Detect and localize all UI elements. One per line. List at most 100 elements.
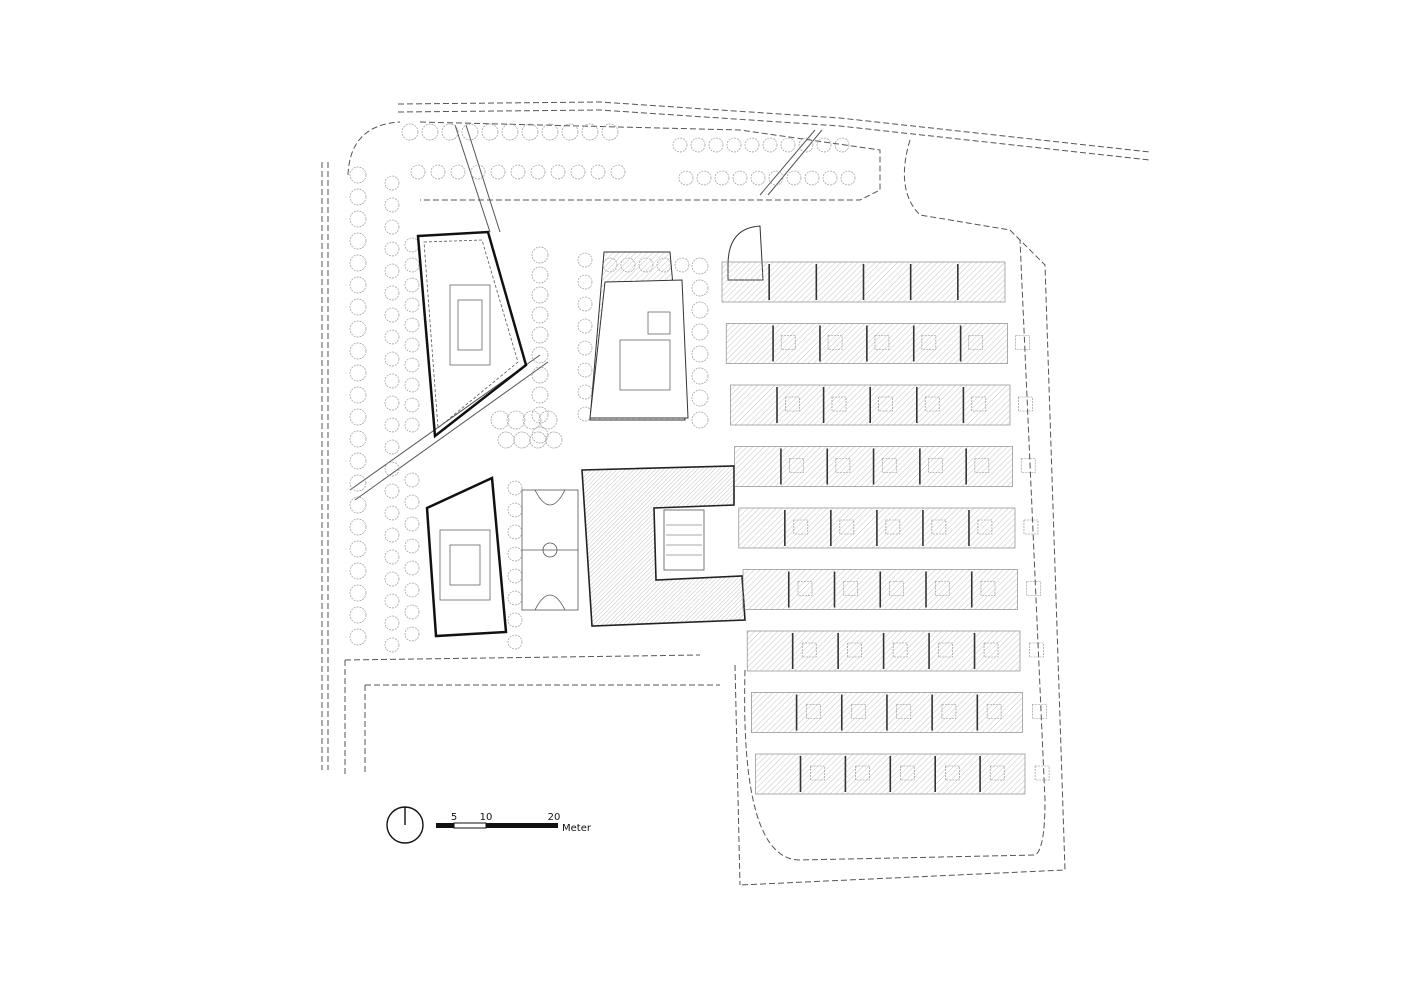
tree-icon bbox=[384, 439, 400, 455]
tree-icon bbox=[441, 123, 459, 141]
parked-car bbox=[851, 704, 866, 719]
tree-icon bbox=[404, 604, 420, 620]
tree-icon bbox=[384, 373, 400, 389]
building-b bbox=[589, 251, 689, 421]
tree-icon bbox=[507, 524, 523, 540]
tree-icon bbox=[780, 137, 796, 153]
tree-icon bbox=[404, 397, 420, 413]
tree-icon bbox=[570, 164, 586, 180]
tree-icon bbox=[691, 257, 709, 275]
tree-icon bbox=[610, 164, 626, 180]
tree-icon bbox=[531, 406, 549, 424]
tree-icon bbox=[404, 626, 420, 642]
parked-car bbox=[977, 519, 993, 535]
parked-car bbox=[931, 519, 947, 535]
tree-icon bbox=[349, 518, 367, 536]
parked-car bbox=[968, 335, 984, 350]
tree-icon bbox=[545, 431, 563, 449]
parked-car bbox=[881, 458, 897, 473]
parked-car bbox=[1023, 519, 1039, 535]
parked-car bbox=[889, 581, 904, 596]
tree-icon bbox=[696, 170, 712, 186]
tree-icon bbox=[501, 123, 519, 141]
parked-car bbox=[843, 581, 859, 596]
parked-car bbox=[831, 396, 847, 412]
parked-car bbox=[797, 581, 813, 596]
tree-icon bbox=[461, 123, 479, 141]
tree-icon bbox=[762, 137, 778, 153]
tree-icon bbox=[521, 123, 539, 141]
tree-icon bbox=[531, 306, 549, 324]
tree-icon bbox=[507, 590, 523, 606]
tree-icon bbox=[349, 474, 367, 492]
parked-car bbox=[892, 642, 908, 658]
tree-icon bbox=[510, 164, 526, 180]
parked-car bbox=[855, 765, 870, 781]
road-network bbox=[321, 101, 1151, 886]
parked-car bbox=[878, 396, 893, 412]
tree-icon bbox=[816, 137, 832, 153]
tree-icon bbox=[404, 560, 420, 576]
tree-icon bbox=[404, 357, 420, 373]
tree-icon bbox=[786, 170, 802, 186]
parked-car bbox=[944, 765, 960, 781]
parked-car bbox=[941, 704, 957, 719]
parked-car bbox=[847, 642, 862, 658]
tree-icon bbox=[470, 164, 486, 180]
building-c bbox=[425, 476, 508, 638]
tree-icon bbox=[744, 137, 760, 153]
tree-icon bbox=[349, 628, 367, 646]
tree-icon bbox=[674, 257, 690, 273]
tree-icon bbox=[430, 164, 446, 180]
parked-car bbox=[785, 396, 800, 412]
parked-car bbox=[980, 581, 996, 596]
tree-icon bbox=[404, 582, 420, 598]
tree-icon bbox=[690, 137, 706, 153]
tree-icon bbox=[404, 317, 420, 333]
tree-icon bbox=[678, 170, 694, 186]
tree-icon bbox=[384, 549, 400, 565]
tree-icon bbox=[404, 297, 420, 313]
tree-icon bbox=[349, 166, 367, 184]
tree-icon bbox=[691, 411, 709, 429]
tree-icon bbox=[410, 164, 426, 180]
tree-icon bbox=[672, 137, 688, 153]
tree-icon bbox=[529, 431, 547, 449]
tree-icon bbox=[349, 452, 367, 470]
tree-icon bbox=[404, 538, 420, 554]
tree-icon bbox=[490, 164, 506, 180]
tree-icon bbox=[349, 408, 367, 426]
parked-car bbox=[839, 519, 855, 535]
tree-icon bbox=[522, 410, 542, 430]
tree-icon bbox=[550, 164, 566, 180]
parked-car bbox=[780, 335, 796, 350]
parked-car bbox=[1034, 765, 1050, 781]
tree-icon bbox=[691, 279, 709, 297]
tree-icon bbox=[404, 237, 420, 253]
tree-icon bbox=[506, 410, 526, 430]
tree-icon bbox=[349, 276, 367, 294]
tree-icon bbox=[384, 461, 400, 477]
parked-car bbox=[983, 642, 999, 658]
tree-icon bbox=[507, 568, 523, 584]
tree-icon bbox=[531, 346, 549, 364]
tree-icon bbox=[513, 431, 531, 449]
tree-icon bbox=[384, 263, 400, 279]
tree-icon bbox=[384, 395, 400, 411]
tree-icon bbox=[490, 410, 510, 430]
tree-icon bbox=[384, 483, 400, 499]
tree-icon bbox=[507, 480, 523, 496]
tree-icon bbox=[804, 170, 820, 186]
tree-icon bbox=[538, 410, 558, 430]
parked-car bbox=[885, 519, 901, 535]
scale-unit-label: Meter bbox=[562, 823, 592, 834]
tree-icon bbox=[531, 386, 549, 404]
parked-car bbox=[1020, 458, 1036, 473]
main-hall bbox=[581, 465, 746, 627]
tree-icon bbox=[404, 494, 420, 510]
tree-icon bbox=[349, 430, 367, 448]
parked-car bbox=[801, 642, 817, 658]
tree-icon bbox=[590, 164, 606, 180]
tree-icon bbox=[531, 366, 549, 384]
